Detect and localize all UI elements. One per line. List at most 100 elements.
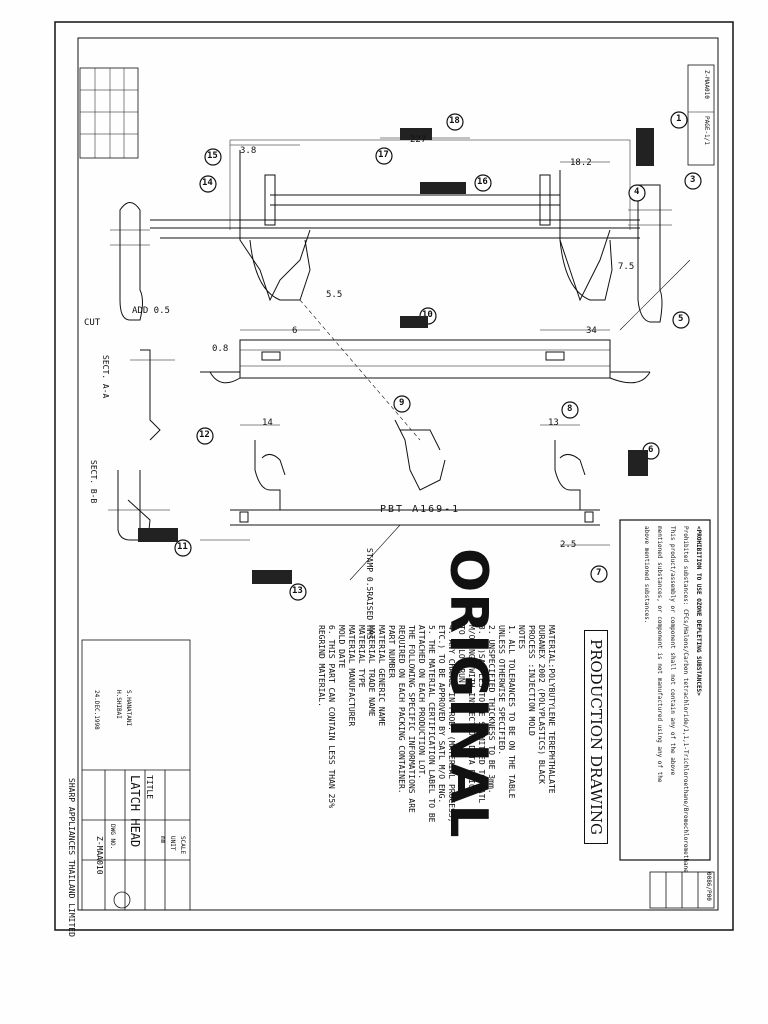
latch-right-profile <box>619 184 691 331</box>
scale-label: SCALE <box>179 836 186 855</box>
callout-1-marker <box>670 111 688 129</box>
note-4: 4. ANY CHANGE IN PROD. (MATERIAL PROCESS… <box>447 625 456 823</box>
ozone-line: Prohibited substances: CFCs/Halons/Carbo… <box>682 526 689 873</box>
callout-13-marker <box>289 583 307 601</box>
dim-label: 6 <box>292 326 298 336</box>
callout-11: 11 <box>177 542 188 552</box>
dim-label: 14 <box>262 418 273 428</box>
note-5d: REQUIRED ON EACH PACKING CONTAINER. <box>397 625 406 794</box>
note-3b: M/O ENG. WITH INSPECTION DATA PRIOR <box>467 625 476 794</box>
note-5g: MATERIAL TRADE NAME <box>367 625 376 717</box>
production-drawing-box: PRODUCTION DRAWING <box>584 630 608 844</box>
callout-14: 14 <box>202 178 213 188</box>
part-title: LATCH HEAD <box>128 775 142 848</box>
callout-7: 7 <box>596 568 602 578</box>
ozone-notice: <PROHIBITION TO USE OZONE DEPLETING SUBS… <box>637 526 708 873</box>
note-material: MATERIAL:POLYBUTYLENE TEREPHTHALATE <box>547 625 556 794</box>
ink-mark <box>252 570 292 584</box>
note-6: 6. THIS PART CAN CONTAIN LESS THAN 25% <box>327 625 336 809</box>
section-b-b-label: SECT. B-B <box>89 460 98 504</box>
section-a-a-view <box>130 349 175 441</box>
callout-13: 13 <box>292 586 303 596</box>
ozone-line: above mentioned substances. <box>643 526 650 624</box>
callout-6: 6 <box>648 445 654 455</box>
dim-label: 34 <box>586 326 597 336</box>
note-5c: THE FOLLOWING SPECIFIC INFORMATIONS ARE <box>407 625 416 813</box>
note-5j: MOLD DATE <box>337 625 346 669</box>
tolerance-table <box>79 67 139 159</box>
callout-8: 8 <box>567 404 573 414</box>
latch-left-profile <box>110 202 150 321</box>
sheet-page: PAGE-1/1 <box>703 116 710 145</box>
dim-label: ADD 0.5 <box>132 306 170 316</box>
dim-label: 13 <box>548 418 559 428</box>
sheet-number-top: Z-MAA010 <box>703 70 710 99</box>
note-5f: MATERIAL GENERIC NAME <box>377 625 386 727</box>
callout-11-marker <box>174 539 192 557</box>
unit-value: mm <box>159 836 166 844</box>
production-notes: MATERIAL:POLYBUTYLENE TEREPHTHALATE DURA… <box>316 625 556 875</box>
callout-17-marker <box>375 147 393 165</box>
note-process: PROCESS :INJECTION MOLD <box>527 625 536 736</box>
callout-8-marker <box>561 401 579 419</box>
latch-front-view <box>200 299 651 441</box>
checked-by: S.HANATANI <box>125 690 132 727</box>
callout-17: 17 <box>378 150 389 160</box>
ink-mark <box>138 528 178 542</box>
dim-label: 18.2 <box>570 158 592 168</box>
dwg-no: Z-MAA010 <box>95 836 104 875</box>
callout-12-marker <box>196 427 214 445</box>
callout-1: 1 <box>676 114 682 124</box>
sheet-code-bottom: 0086/P00 <box>705 872 712 901</box>
dim-label: 3.8 <box>240 146 257 156</box>
ink-mark <box>400 128 432 140</box>
note-5h: MATERIAL TYPE <box>357 625 366 688</box>
ink-mark <box>420 182 466 194</box>
ozone-notice-box <box>619 519 711 861</box>
callout-16: 16 <box>477 177 488 187</box>
section-a-a-label: SECT. A-A <box>101 355 110 399</box>
ink-mark <box>636 128 654 166</box>
callout-4-marker <box>628 184 646 202</box>
dwg-no-label: DWG NO. <box>109 824 116 850</box>
title-block <box>81 639 715 911</box>
company-name: SHARP APPLIANCES THAILAND LIMITED <box>67 778 76 937</box>
callout-16-marker <box>474 174 492 192</box>
detail-view <box>394 419 446 491</box>
callout-3-marker <box>684 172 702 190</box>
note-1: 1. ALL TOLERANCES TO BE ON THE TABLE <box>507 625 516 799</box>
callout-9: 9 <box>399 398 405 408</box>
note-3c: TO PILOT RUN. <box>457 625 466 688</box>
note-1b: UNLESS OTHERWISE SPECIFIED. <box>497 625 506 756</box>
dim-label: 5.5 <box>326 290 343 300</box>
callout-15: 15 <box>207 151 218 161</box>
part-marking: PBT A169-1 <box>380 504 461 515</box>
dim-label: 227 <box>410 135 427 145</box>
callout-3: 3 <box>690 175 696 185</box>
ozone-title: <PROHIBITION TO USE OZONE DEPLETING SUBS… <box>695 526 702 696</box>
callout-18-marker <box>446 113 464 131</box>
drawn-by: H.SHIBAI <box>115 690 122 719</box>
callout-5-marker <box>672 311 690 329</box>
dim-label: 0.8 <box>212 344 229 354</box>
note-6b: REGRIND MATERIAL. <box>317 625 326 707</box>
note-4b: ETC.) TO BE APPROVED BY SATL M/O ENG. <box>437 625 446 804</box>
title-label: TITLE <box>145 775 154 800</box>
ink-mark <box>628 450 648 476</box>
callout-18: 18 <box>449 116 460 126</box>
note-5: 5. THE MATERIAL CERTIFICATION LABEL TO B… <box>427 625 436 823</box>
dim-label: 2.5 <box>560 540 577 550</box>
ozone-line: mentioned substances, or component is no… <box>656 526 663 783</box>
note-3: 3. ( )SAMPLES TO BE SUBMITTED TO SATL <box>477 625 486 804</box>
note-material-2: DURANEX 2002 (POLYPLASTICS) BLACK <box>537 625 546 784</box>
unit-label: UNIT <box>169 836 176 851</box>
callout-10: 10 <box>422 310 433 320</box>
note-2: 2. UNSPECIFIED THICKNESS TO BE 3mm. <box>487 625 496 794</box>
note-5i: MATERIAL MANUFACTURER <box>347 625 356 727</box>
callout-7-marker <box>590 565 608 583</box>
latch-bottom-view <box>200 440 610 581</box>
production-drawing-label: PRODUCTION DRAWING <box>584 630 608 844</box>
callout-4: 4 <box>634 187 640 197</box>
